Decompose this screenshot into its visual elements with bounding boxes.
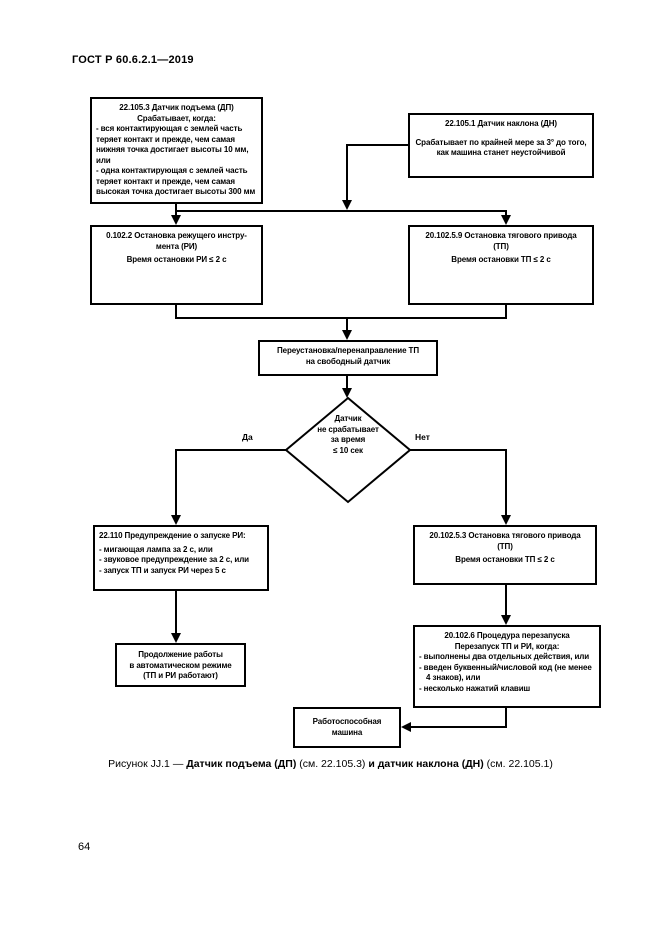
box-lift-sensor-title: 22.105.3 Датчик подъема (ДП)	[119, 103, 234, 112]
box-stop-cutter-body: Время остановки РИ ≤ 2 с	[126, 255, 227, 264]
box-stop-traction-2-body: Время остановки ТП ≤ 2 с	[455, 555, 555, 564]
box-restart: 20.102.6 Процедура перезапуска Перезапус…	[413, 625, 601, 708]
box-lift-sensor: 22.105.3 Датчик подъема (ДП) Срабатывает…	[90, 97, 263, 204]
box-restart-bullet: - выполнены два отдельных действия, или	[419, 652, 590, 661]
box-lift-sensor-bullet: - одна контактирующая с землей часть тер…	[96, 166, 256, 196]
box-warning-title: 22.110 Предупреждение о запуске РИ:	[99, 531, 246, 540]
caption-title-tilt: и датчик наклона (ДН)	[368, 758, 484, 770]
box-stop-traction-1-body: Время остановки ТП ≤ 2 с	[451, 255, 551, 264]
box-tilt-sensor: 22.105.1 Датчик наклона (ДН) Срабатывает…	[408, 113, 594, 178]
box-restart-bullet: - введен буквенный/числовой код (не мене…	[419, 662, 592, 683]
box-warning: 22.110 Предупреждение о запуске РИ: - ми…	[93, 525, 269, 591]
box-operational: Работоспособная машина	[293, 707, 401, 748]
box-stop-traction-2-title: 20.102.5.3 Остановка тягового привода	[429, 531, 581, 540]
box-restart-bullet: - несколько нажатий клавиш	[419, 683, 531, 693]
branch-label-no: Нет	[415, 432, 430, 442]
box-reposition-line1: Переустановка/перенаправление ТП	[277, 346, 419, 355]
box-continue-line: Продолжение работы	[138, 650, 223, 659]
decision-line: не срабатывает	[317, 424, 379, 434]
box-reposition-line2: на свободный датчик	[305, 356, 391, 366]
box-stop-traction-1-title: 20.102.5.9 Остановка тягового привода	[425, 231, 577, 240]
caption-ref-lift: (см. 22.105.3)	[296, 758, 369, 770]
decision-diamond: Датчик не срабатывает за время ≤ 10 сек	[296, 414, 400, 456]
box-stop-cutter: 0.102.2 Остановка режущего инстру- мента…	[90, 225, 263, 305]
box-stop-traction-2: 20.102.5.3 Остановка тягового привода (Т…	[413, 525, 597, 585]
caption-title-lift: Датчик подъема (ДП)	[186, 758, 297, 770]
box-continue-line: в автоматическом режиме	[129, 660, 232, 670]
box-warning-bullet: - запуск ТП и запуск РИ через 5 с	[99, 565, 226, 575]
box-continue-line: (ТП и РИ работают)	[143, 671, 218, 680]
box-lift-sensor-subtitle: Срабатывает, когда:	[137, 113, 216, 123]
box-restart-subtitle: Перезапуск ТП и РИ, когда:	[454, 641, 560, 651]
box-stop-cutter-title2: мента (РИ)	[155, 241, 198, 251]
decision-line: за время	[330, 435, 366, 444]
box-tilt-sensor-title: 22.105.1 Датчик наклона (ДН)	[445, 119, 557, 128]
page-number: 64	[78, 841, 91, 853]
box-stop-traction-1-title2: (ТП)	[493, 241, 509, 251]
box-reposition: Переустановка/перенаправление ТП на своб…	[258, 340, 438, 376]
standard-header: ГОСТ Р 60.6.2.1—2019	[72, 54, 194, 66]
box-restart-title: 20.102.6 Процедура перезапуска	[444, 631, 570, 640]
decision-line: ≤ 10 сек	[333, 445, 363, 455]
caption-ref-tilt: (см. 22.105.1)	[483, 758, 553, 770]
box-warning-bullet: - звуковое предупреждение за 2 с, или	[99, 555, 249, 564]
box-stop-traction-2-title2: (ТП)	[497, 541, 513, 551]
branch-label-yes: Да	[242, 432, 253, 442]
box-lift-sensor-bullet: - вся контактирующая с землей часть теря…	[96, 124, 249, 165]
box-stop-traction-1: 20.102.5.9 Остановка тягового привода (Т…	[408, 225, 594, 305]
box-stop-cutter-title: 0.102.2 Остановка режущего инстру-	[106, 231, 247, 240]
decision-line: Датчик	[334, 414, 362, 423]
caption-prefix: Рисунок JJ.1 —	[108, 758, 187, 770]
box-warning-bullet: - мигающая лампа за 2 с, или	[99, 544, 213, 554]
box-tilt-sensor-body: Срабатывает по крайней мере за 3° до тог…	[415, 137, 587, 158]
figure-caption: Рисунок JJ.1 — Датчик подъема (ДП) (см. …	[0, 758, 661, 771]
box-continue: Продолжение работы в автоматическом режи…	[115, 643, 246, 687]
